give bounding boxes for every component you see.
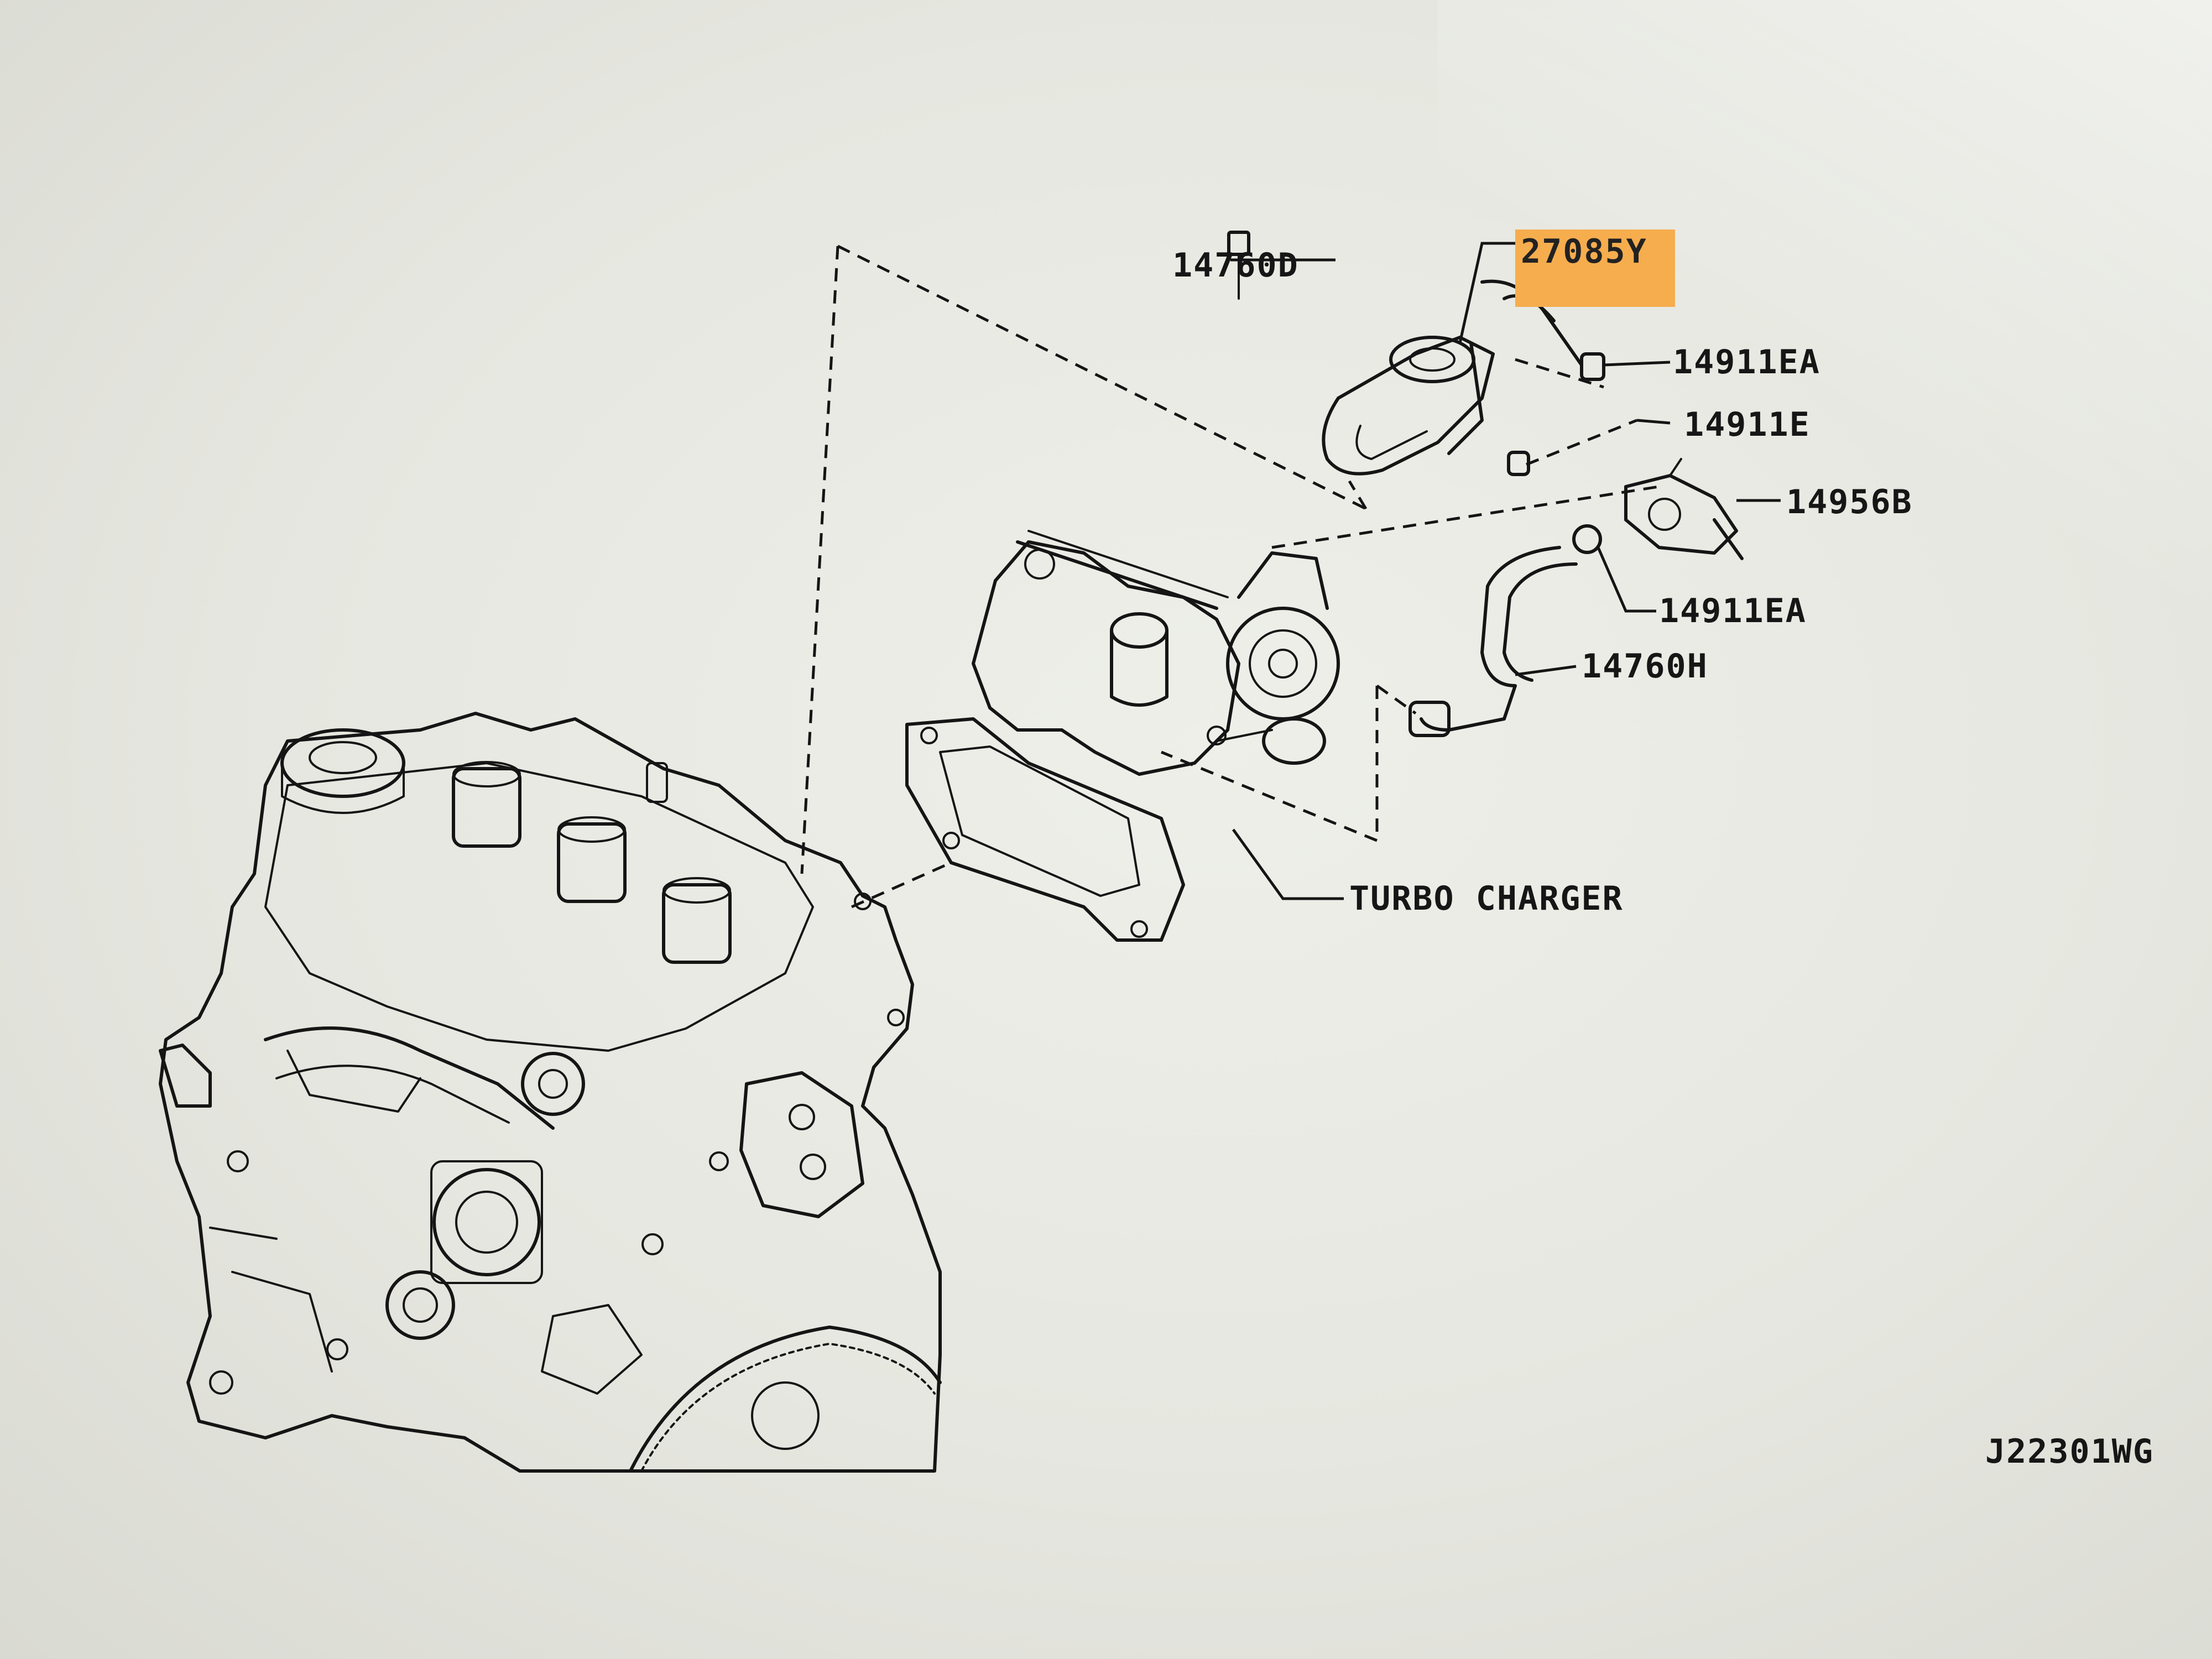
callout-27085y-highlighted[interactable]: 27085Y (1515, 229, 1675, 307)
callout-14911e: 14911E (1684, 405, 1811, 444)
callout-14911ea-bottom: 14911EA (1659, 592, 1807, 630)
callout-turbo-charger: TURBO CHARGER (1349, 879, 1624, 918)
figure-code: J22301WG (1985, 1432, 2154, 1471)
turbocharger-drawing (905, 530, 1340, 942)
callout-14760d: 14760D (1172, 246, 1299, 285)
callout-14956b: 14956B (1786, 483, 1913, 521)
leader-lines (1230, 242, 1781, 900)
engine-block-drawing (159, 712, 942, 1473)
callout-14760h: 14760H (1582, 647, 1708, 686)
callout-14911ea-top: 14911EA (1673, 343, 1820, 382)
